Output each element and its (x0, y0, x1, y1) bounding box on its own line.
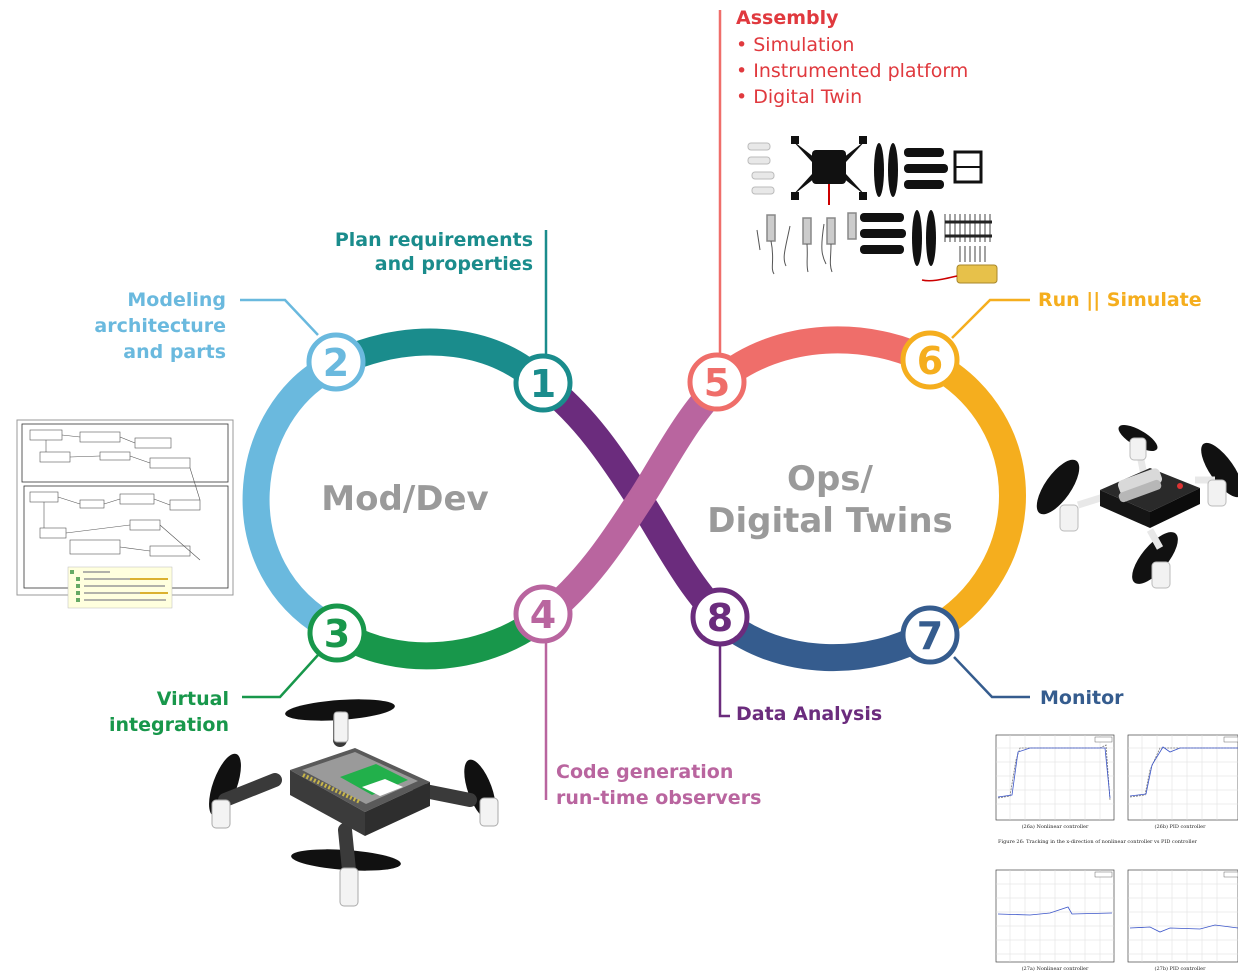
drone-photo-image (1036, 425, 1238, 589)
plot-27a-caption: (27a) Nonlinear controller (1022, 965, 1089, 972)
arc-integration-to-codegen (327, 604, 554, 670)
stage-1-label-line1: Plan requirements (335, 229, 533, 251)
architecture-model-image (16, 419, 234, 609)
stage-labels: Plan requirements and properties Modelin… (94, 7, 1201, 809)
leader-7 (953, 656, 1030, 699)
stage-8-circle: 8 (690, 587, 750, 647)
stage-4-label-line1: Code generation (556, 761, 733, 783)
arc-monitor-to-analysis (713, 609, 937, 672)
leader-6 (951, 298, 1030, 339)
plot-26b-caption: (26b) PID controller (1155, 823, 1207, 830)
plot-27a: (27a) Nonlinear controller (995, 869, 1115, 972)
stage-4-number: 4 (530, 593, 556, 637)
stage-1-label-line2: and properties (375, 253, 533, 275)
stage-2-number: 2 (323, 341, 349, 385)
assembly-bullet-2: • Instrumented platform (736, 60, 968, 82)
assembly-bullet-1: • Simulation (736, 34, 854, 56)
stage-7-circle: 7 (900, 605, 960, 665)
stage-circles: 1 2 3 4 5 6 7 8 (306, 330, 960, 665)
stage-3-label-line1: Virtual (157, 688, 229, 710)
drone-parts-kit-image (747, 136, 998, 284)
plot-26b: (26b) PID controller (1127, 734, 1238, 830)
stage-1-number: 1 (530, 362, 556, 406)
stage-6-number: 6 (917, 339, 943, 383)
stage-7-label: Monitor (1040, 687, 1124, 709)
stage-8-label: Data Analysis (736, 703, 882, 725)
arc-assembly-to-run (711, 326, 937, 391)
plot-26a: (26a) Nonlinear controller (995, 734, 1115, 830)
arc-modeling-to-integration (242, 352, 342, 642)
plot-27b: (27b) PID controller (1127, 869, 1238, 972)
arc-run-to-monitor (923, 350, 1026, 644)
right-loop-label-line2: Digital Twins (707, 501, 953, 541)
plot-26a-caption: (26a) Nonlinear controller (1022, 823, 1089, 830)
stage-1-circle: 1 (513, 353, 573, 413)
stage-5-number: 5 (704, 361, 730, 405)
plot-27b-caption: (27b) PID controller (1155, 965, 1207, 972)
stage-2-label-line2: architecture (94, 315, 226, 337)
right-loop-label-line1: Ops/ (787, 459, 873, 499)
stage-3-number: 3 (324, 612, 350, 656)
stage-7-number: 7 (917, 614, 943, 658)
assembly-bullets: • Simulation • Instrumented platform • D… (736, 34, 968, 108)
left-loop-label: Mod/Dev (321, 479, 488, 519)
stage-3-label-line2: integration (109, 714, 229, 736)
monitoring-plots-image: (26a) Nonlinear controller (26b) PID con… (995, 734, 1238, 972)
leader-lines (240, 10, 1030, 800)
figure-26-caption: Figure 26: Tracking in the x-direction o… (998, 839, 1198, 845)
virtual-drone-model-image (209, 699, 499, 907)
strand-codegen-to-assembly (536, 372, 732, 626)
stage-5-circle: 5 (687, 352, 747, 412)
stage-3-circle: 3 (307, 603, 367, 663)
stage-2-label-line1: Modeling (127, 289, 226, 311)
stage-6-circle: 6 (900, 330, 960, 390)
stage-4-circle: 4 (513, 584, 573, 644)
stage-4-label-line2: run-time observers (556, 787, 761, 809)
stage-8-number: 8 (707, 596, 733, 640)
stage-2-label-line3: and parts (123, 341, 226, 363)
stage-2-circle: 2 (306, 332, 366, 392)
stage-5-label: Assembly (736, 7, 839, 29)
leader-2 (240, 298, 319, 336)
leader-3 (242, 654, 319, 699)
leader-8 (718, 645, 730, 718)
assembly-bullet-3: • Digital Twin (736, 86, 862, 108)
arc-plan-to-modeling (334, 328, 550, 393)
stage-6-label: Run || Simulate (1038, 289, 1202, 311)
